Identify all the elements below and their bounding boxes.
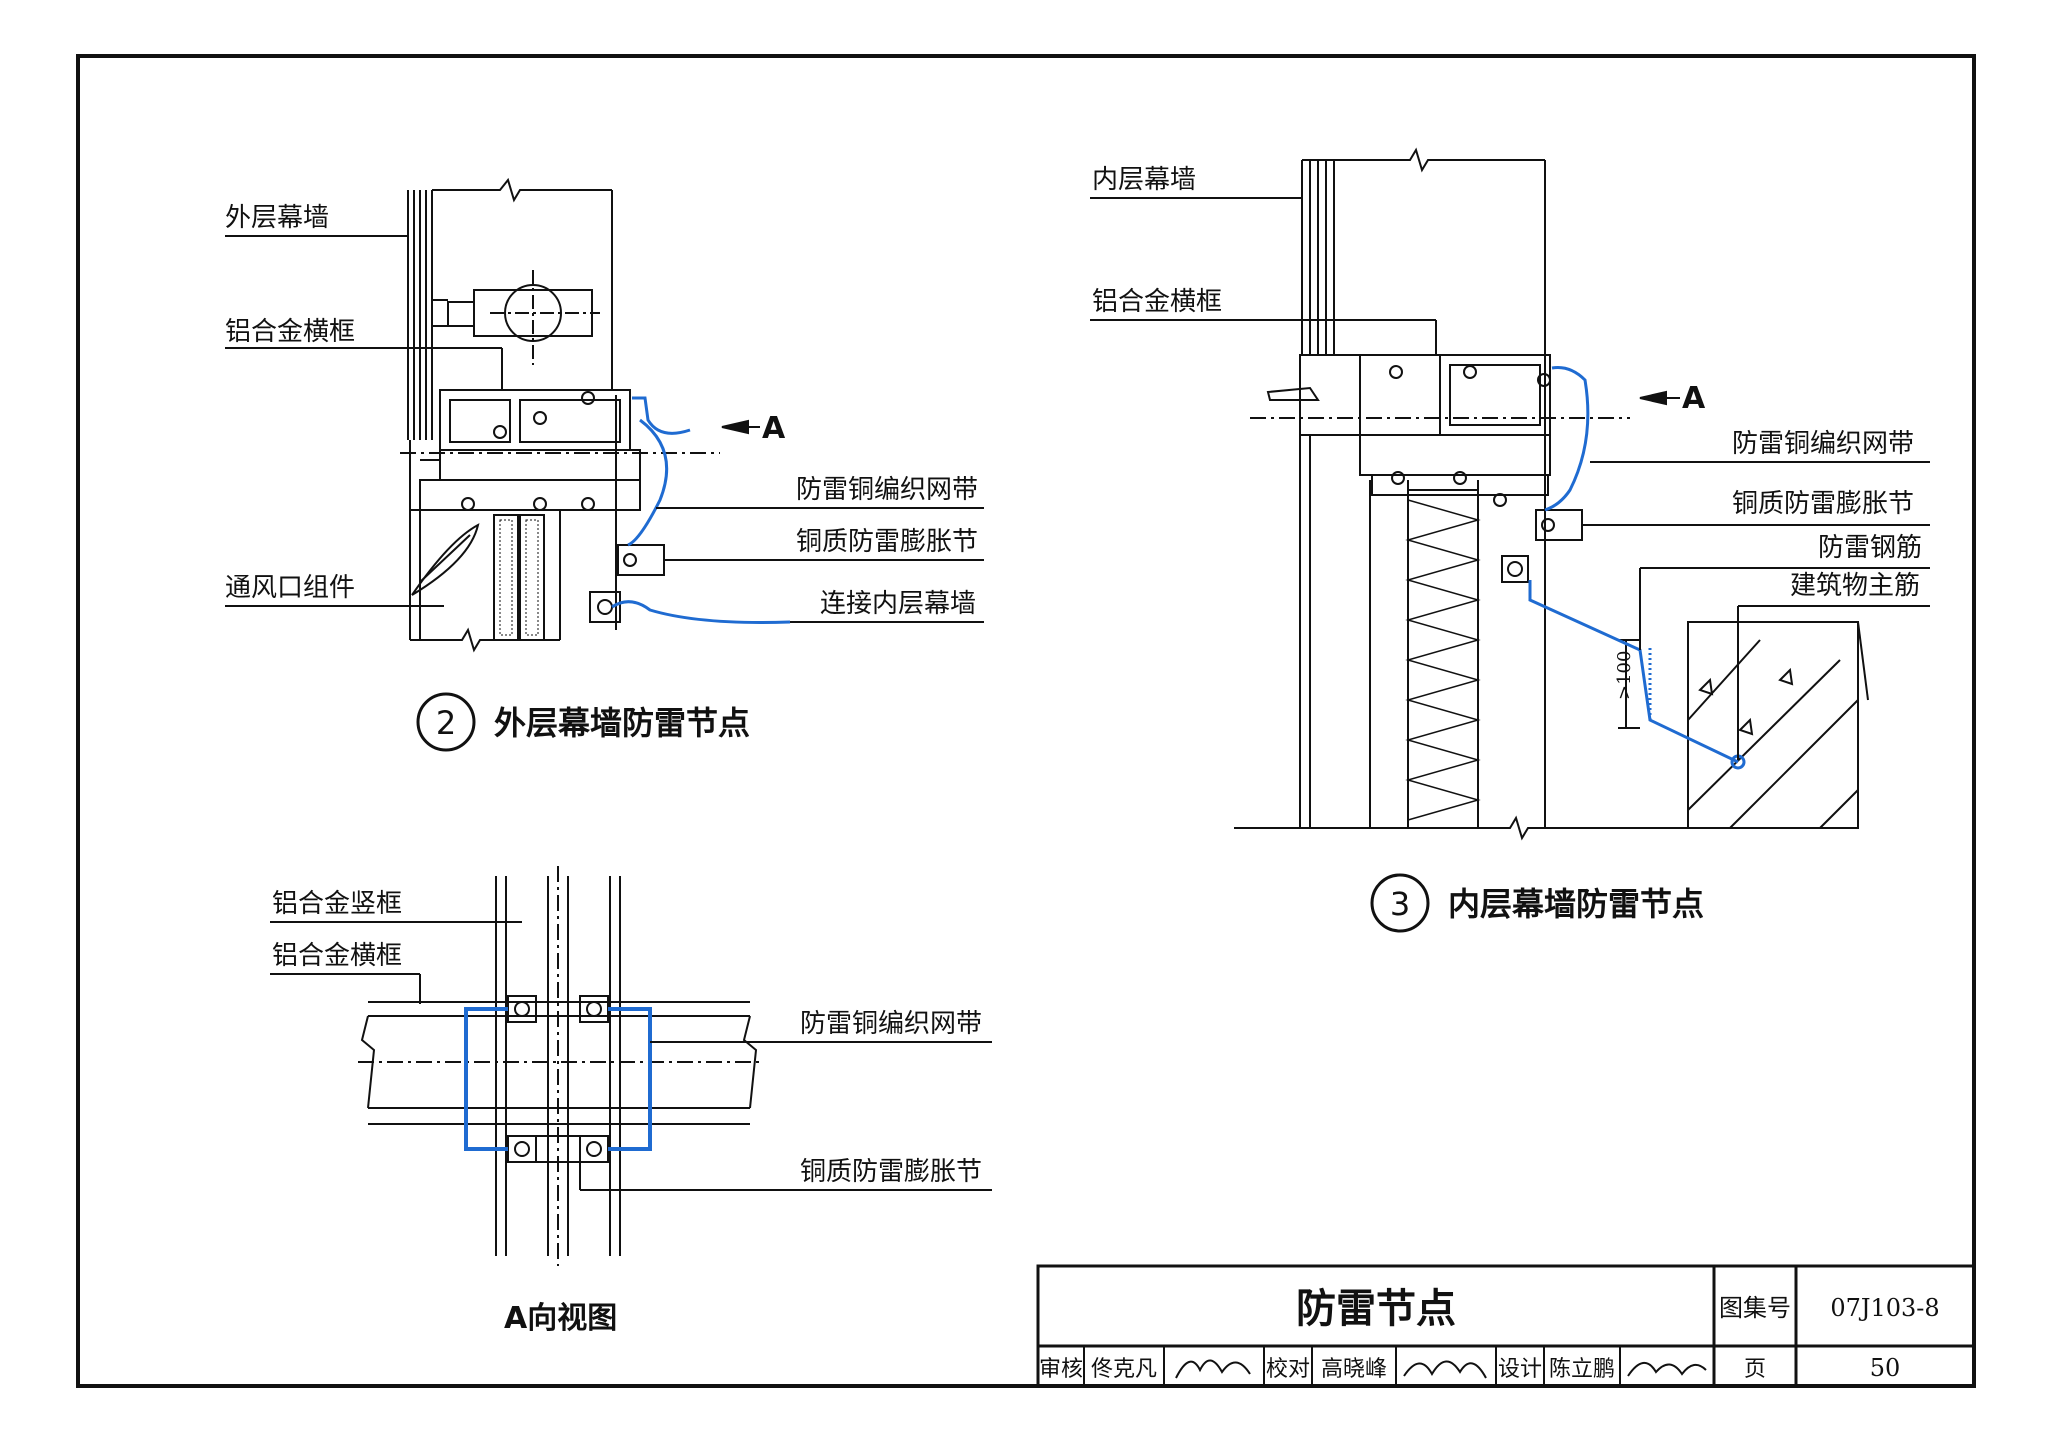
label-transom-d2: 铝合金横框	[225, 317, 355, 347]
page-number: 50	[1870, 1354, 1901, 1382]
label-transom-va: 铝合金横框	[272, 941, 402, 971]
drawing-title: 防雷节点	[1296, 1286, 1456, 1332]
view-arrow-a-d3: A	[1682, 381, 1706, 416]
title-block	[1036, 1264, 1976, 1388]
detail-3-leaders	[1090, 197, 1930, 760]
design-label: 设计	[1498, 1357, 1542, 1382]
detail-3-drawing	[1234, 147, 1869, 841]
detail-2-leaders	[225, 235, 984, 623]
label-connect-inner: 连接内层幕墙	[820, 589, 976, 619]
sheet-border	[76, 54, 1976, 1388]
label-expansion-joint-d2: 铜质防雷膨胀节	[796, 527, 978, 557]
view-a-copper-strap	[464, 1007, 652, 1151]
label-vent: 通风口组件	[225, 573, 355, 603]
label-inner-wall: 内层幕墙	[1092, 165, 1196, 195]
label-braided-strap-d3: 防雷铜编织网带	[1732, 429, 1914, 459]
detail-2-number-circle	[416, 692, 476, 752]
detail-2-drawing	[400, 177, 760, 653]
designer-signature	[1627, 1362, 1707, 1377]
detail-2-caption: 外层幕墙防雷节点	[494, 704, 750, 742]
detail-2-copper-strap	[611, 396, 791, 624]
label-main-rebar: 建筑物主筋	[1790, 571, 1920, 601]
reviewer-name: 佟克凡	[1091, 1357, 1157, 1382]
detail-3-caption: 内层幕墙防雷节点	[1448, 885, 1704, 923]
view-a-drawing	[358, 866, 760, 1266]
label-outer-wall: 外层幕墙	[225, 203, 329, 233]
atlas-number: 07J103-8	[1830, 1294, 1939, 1322]
reviewer-signature	[1175, 1359, 1251, 1379]
detail-3-number-circle	[1370, 873, 1430, 933]
view-arrow-a-d2: A	[762, 411, 786, 446]
detail-3-number: 3	[1390, 885, 1410, 923]
label-expansion-joint-d3: 铜质防雷膨胀节	[1732, 489, 1914, 519]
atlas-label: 图集号	[1719, 1294, 1791, 1322]
label-transom-d3: 铝合金横框	[1092, 287, 1222, 317]
view-a-leaders	[270, 921, 992, 1191]
checker-name: 高晓峰	[1321, 1357, 1387, 1382]
label-braided-strap-d2: 防雷铜编织网带	[796, 475, 978, 505]
review-label: 审核	[1039, 1357, 1083, 1382]
label-mullion: 铝合金竖框	[272, 889, 402, 919]
label-rebar: 防雷钢筋	[1818, 533, 1922, 563]
label-expansion-joint-va: 铜质防雷膨胀节	[800, 1157, 982, 1187]
detail-2-number: 2	[436, 704, 456, 742]
checker-signature	[1403, 1360, 1487, 1379]
label-braided-strap-va: 防雷铜编织网带	[800, 1009, 982, 1039]
check-label: 校对	[1266, 1357, 1310, 1382]
page-label: 页	[1744, 1357, 1766, 1382]
view-a-caption: A向视图	[504, 1301, 617, 1336]
dimension-gt100: >100	[1614, 651, 1635, 700]
designer-name: 陈立鹏	[1549, 1357, 1615, 1382]
